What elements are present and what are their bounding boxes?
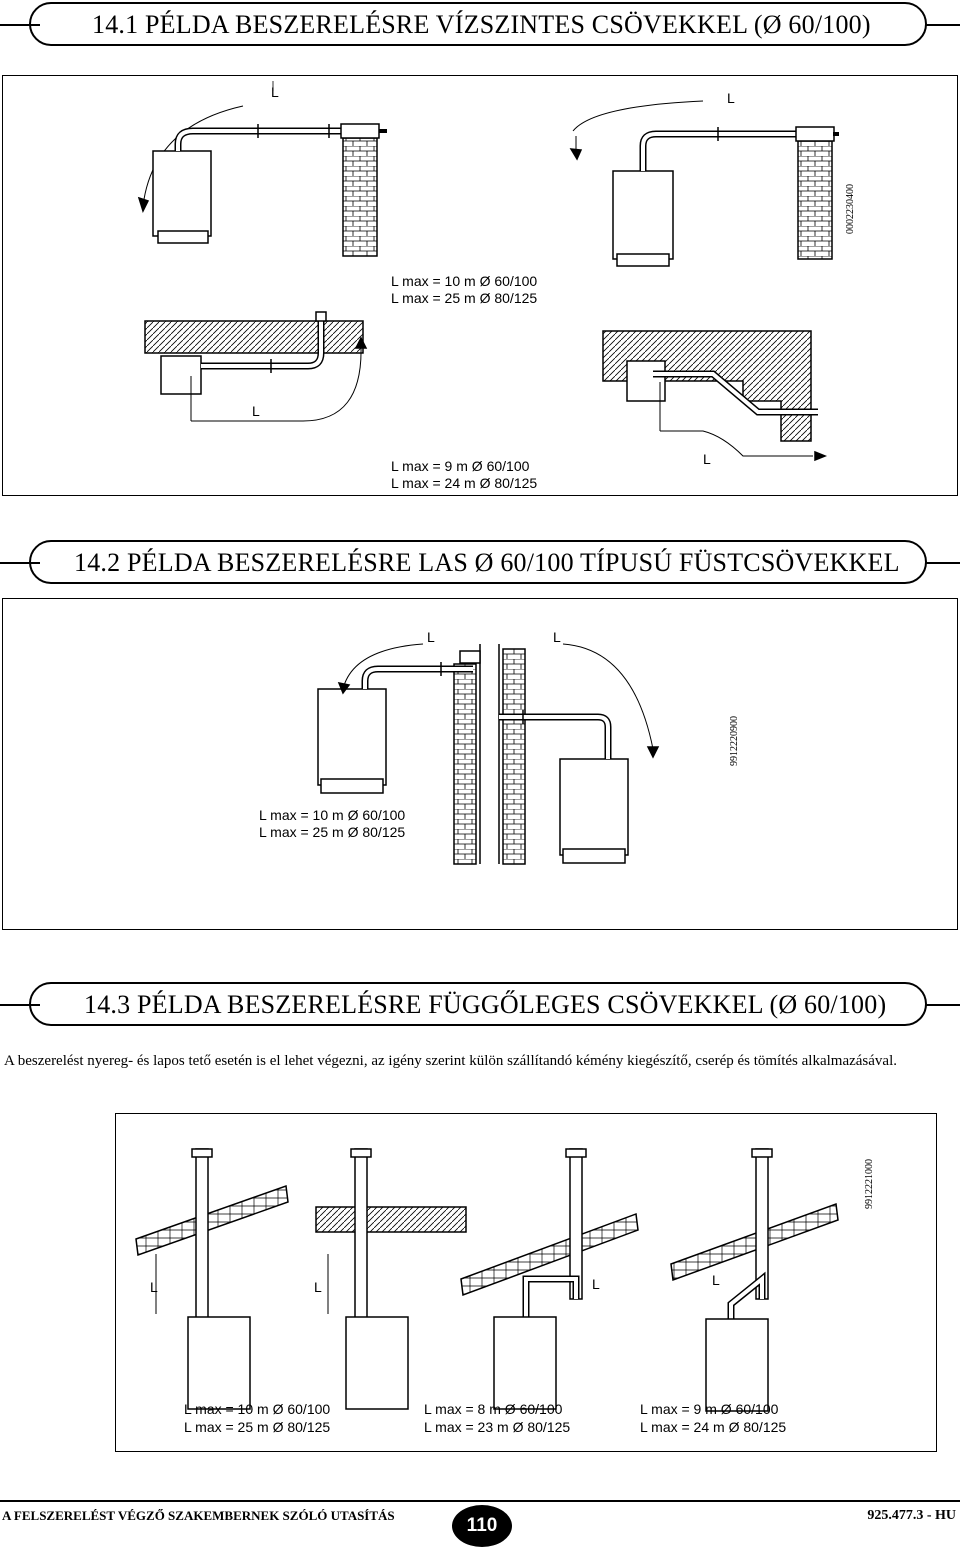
footer-rule [0, 1500, 960, 1502]
spec-line: L max = 24 m Ø 80/125 [391, 475, 538, 491]
footer-title: A FELSZERELÉST VÉGZŐ SZAKEMBERNEK SZÓLÓ … [2, 1508, 395, 1523]
section-title: 14.1 PÉLDA BESZERELÉSRE VÍZSZINTES CSÖVE… [92, 10, 871, 39]
dim-label: L [271, 84, 279, 100]
drawing-a [137, 81, 387, 257]
dim-label: L [314, 1279, 322, 1295]
dim-label: L [427, 629, 435, 645]
dim-label: L [727, 90, 735, 106]
dim-label: L [592, 1276, 600, 1292]
las-installation-drawing [317, 643, 660, 865]
spec-line: L max = 10 m Ø 60/100 [391, 273, 538, 289]
figure-code: 9912221000 [864, 1159, 875, 1209]
drawing-d [602, 330, 828, 462]
dim-label: L [252, 403, 260, 419]
spec-line: L max = 9 m Ø 60/100 [640, 1401, 779, 1417]
page-number-badge: 110 [452, 1505, 512, 1547]
dim-label: L [712, 1272, 720, 1288]
section-title: 14.3 PÉLDA BESZERELÉSRE FÜGGŐLEGES CSÖVE… [84, 990, 887, 1019]
figure-code: 0002230400 [845, 184, 856, 234]
header-frame [0, 540, 960, 584]
figure-vertical-pipes: L L L L 9912221000 L max = 10 m Ø 60/100… [115, 1113, 937, 1452]
dim-label: L [553, 629, 561, 645]
spec-line: L max = 10 m Ø 60/100 [184, 1401, 331, 1417]
horizontal-installation-drawing [137, 81, 839, 462]
spec-line: L max = 10 m Ø 60/100 [259, 807, 406, 823]
spec-line: L max = 9 m Ø 60/100 [391, 458, 530, 474]
intro-paragraph: A beszerelést nyereg- és lapos tető eset… [4, 1053, 897, 1069]
spec-line: L max = 23 m Ø 80/125 [424, 1419, 571, 1435]
section-header-14-2: 14.2 PÉLDA BESZERELÉSRE LAS Ø 60/100 TÍP… [0, 538, 960, 588]
dim-label: L [703, 451, 711, 467]
figure-code: 9912220900 [729, 716, 740, 766]
drawing-b [569, 100, 839, 267]
section-header-14-3: 14.3 PÉLDA BESZERELÉSRE FÜGGŐLEGES CSÖVE… [0, 980, 960, 1030]
header-frame [0, 2, 960, 46]
drawing-c [144, 311, 368, 422]
section-header-14-1: 14.1 PÉLDA BESZERELÉSRE VÍZSZINTES CSÖVE… [0, 0, 960, 50]
spec-line: L max = 24 m Ø 80/125 [640, 1419, 787, 1435]
section-title: 14.2 PÉLDA BESZERELÉSRE LAS Ø 60/100 TÍP… [74, 548, 900, 577]
figure-las-flue: L L 9912220900 L max = 10 m Ø 60/100 L m… [2, 598, 958, 930]
figure-horizontal-pipes: L L L L 0002230400 L max = 10 m Ø 60/100… [2, 75, 958, 496]
spec-line: L max = 25 m Ø 80/125 [259, 824, 406, 840]
header-frame [0, 982, 960, 1026]
dim-label: L [150, 1279, 158, 1295]
spec-line: L max = 25 m Ø 80/125 [184, 1419, 331, 1435]
document-code: 925.477.3 - HU [867, 1508, 956, 1523]
vertical-installation-drawing [135, 1148, 839, 1412]
spec-line: L max = 25 m Ø 80/125 [391, 290, 538, 306]
spec-line: L max = 8 m Ø 60/100 [424, 1401, 563, 1417]
